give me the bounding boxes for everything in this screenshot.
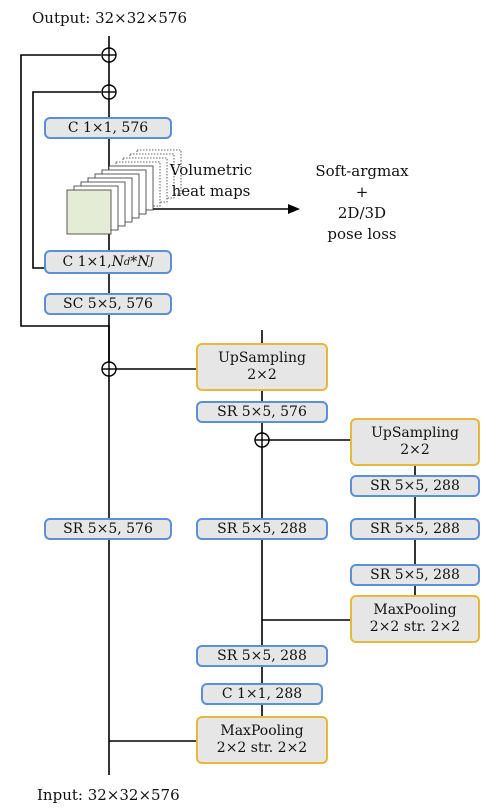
sum-node-branch1-icon — [101, 361, 117, 377]
nj-subscript: J — [149, 256, 154, 268]
sr-5x5-288-low-block: SR 5×5, 288 — [196, 645, 328, 667]
heatmap-stack-icon — [66, 149, 182, 235]
sum-node-output-icon — [101, 47, 117, 63]
sr-5x5-288-r2-block: SR 5×5, 288 — [350, 518, 480, 540]
heatmap-label-line1: Volumetric — [169, 161, 253, 179]
sr-5x5-576-left-block: SR 5×5, 576 — [44, 518, 172, 540]
conv-1x1-prefix: C 1×1, — [62, 253, 112, 270]
sr-5x5-288-mid-block: SR 5×5, 288 — [196, 518, 328, 540]
loss-label-line3: 2D/3D — [337, 204, 387, 222]
nd-subscript: d — [123, 256, 131, 268]
maxpooling-right-line1: MaxPooling — [373, 602, 457, 618]
maxpooling-right-line2: 2×2 str. 2×2 — [369, 619, 461, 635]
maxpooling-bottom-line1: MaxPooling — [220, 723, 304, 739]
loss-label: Soft-argmax + 2D/3D pose loss — [298, 161, 426, 245]
heatmap-label-line2: heat maps — [171, 182, 251, 200]
sr-5x5-288-r3-block: SR 5×5, 288 — [350, 564, 480, 586]
outer-skip-line — [20, 54, 110, 369]
loss-label-line2: + — [355, 183, 369, 201]
nd-symbol: N — [111, 253, 124, 270]
nj-symbol: N — [137, 253, 150, 270]
upsampling-a-block: UpSampling 2×2 — [196, 343, 328, 391]
heatmap-slice — [66, 189, 112, 235]
heatmap-label: Volumetric heat maps — [155, 160, 267, 202]
upsampling-b-block: UpSampling 2×2 — [350, 418, 480, 466]
maxpooling-bottom-line2: 2×2 str. 2×2 — [216, 740, 308, 756]
upsampling-a-line2: 2×2 — [247, 367, 277, 383]
upsampling-b-line2: 2×2 — [400, 442, 430, 458]
sum-node-branch2-icon — [254, 432, 270, 448]
arrow-head-icon — [288, 204, 300, 214]
sum-node-inner-icon — [101, 84, 117, 100]
sr-5x5-576-a-block: SR 5×5, 576 — [196, 401, 328, 423]
maxpooling-right-block: MaxPooling 2×2 str. 2×2 — [350, 595, 480, 643]
sc-5x5-576-block: SC 5×5, 576 — [44, 293, 172, 315]
loss-label-line4: pose loss — [327, 225, 397, 243]
conv-1x1-288-block: C 1×1, 288 — [201, 683, 323, 705]
maxpooling-bottom-block: MaxPooling 2×2 str. 2×2 — [196, 716, 328, 764]
loss-label-line1: Soft-argmax — [315, 162, 409, 180]
sr-5x5-288-r1-block: SR 5×5, 288 — [350, 475, 480, 497]
output-label: Output: 32×32×576 — [32, 9, 188, 27]
upsampling-a-line1: UpSampling — [218, 350, 306, 366]
input-label: Input: 32×32×576 — [37, 786, 180, 804]
conv-1x1-576-block: C 1×1, 576 — [44, 117, 172, 139]
upsampling-b-line1: UpSampling — [371, 425, 459, 441]
star-symbol: * — [130, 253, 138, 270]
